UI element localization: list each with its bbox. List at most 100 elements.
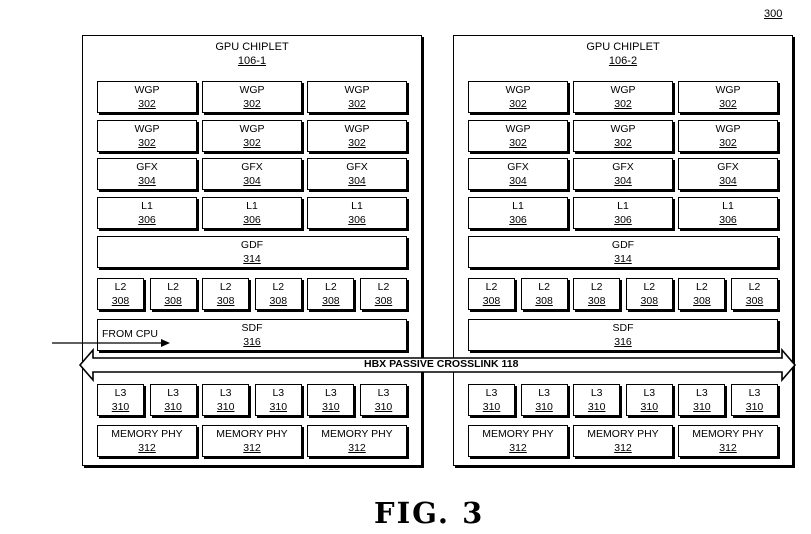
wgp-box-label: WGP	[610, 123, 636, 135]
wgp-box-label: WGP	[715, 84, 741, 96]
chiplet-id: 106-1	[237, 55, 267, 67]
memory-phy-box-label: MEMORY PHY	[482, 428, 554, 440]
memory-phy-box-ref: 312	[348, 442, 366, 454]
l2-box-label: L2	[485, 281, 498, 293]
l2-box-label: L2	[377, 281, 390, 293]
l2-box-ref: 308	[374, 295, 393, 307]
gfx-box-label: GFX	[612, 161, 634, 173]
sdf-box-ref: 316	[614, 336, 632, 348]
l3-box-label: L3	[219, 387, 232, 399]
memory-phy-box: MEMORY PHY 312	[468, 425, 568, 457]
gfx-box-ref: 304	[348, 175, 366, 187]
gfx-box: GFX 304	[678, 158, 778, 190]
l3-box-ref: 310	[587, 401, 606, 413]
l3-box-ref: 310	[374, 401, 393, 413]
chiplet-id: 106-2	[608, 55, 638, 67]
gdf-box-label: GDF	[611, 239, 635, 251]
l2-box-ref: 308	[745, 295, 764, 307]
l2-box-label: L2	[696, 281, 708, 293]
memory-phy-box-ref: 312	[509, 442, 527, 454]
gfx-box-ref: 304	[614, 175, 632, 187]
wgp-box-ref: 302	[138, 137, 156, 149]
figure-caption: FIG. 3	[374, 496, 485, 530]
l3-box-ref: 310	[111, 401, 130, 413]
l3-box-ref: 310	[482, 401, 501, 413]
crosslink-label: HBX PASSIVE CROSSLINK 118	[364, 358, 519, 370]
l3-box-label: L3	[696, 387, 708, 399]
l3-box-label: L3	[272, 387, 285, 399]
chiplet-title-text: GPU CHIPLET	[586, 41, 660, 53]
from-cpu-arrowhead	[161, 339, 170, 347]
memory-phy-box-label: MEMORY PHY	[321, 428, 393, 440]
l1-box-ref: 306	[243, 214, 261, 226]
gfx-box-label: GFX	[346, 161, 368, 173]
wgp-box-ref: 302	[614, 98, 632, 110]
wgp-box-label: WGP	[610, 84, 636, 96]
l1-box-ref: 306	[614, 214, 632, 226]
l3-box-ref: 310	[640, 401, 659, 413]
l2-box-ref: 308	[322, 295, 340, 307]
l2-box-label: L2	[748, 281, 761, 293]
l3-box-label: L3	[538, 387, 550, 399]
gfx-box-label: GFX	[507, 161, 529, 173]
wgp-box-label: WGP	[505, 123, 531, 135]
wgp-box-ref: 302	[719, 98, 737, 110]
wgp-box-label: WGP	[134, 84, 160, 96]
l2-box-ref: 308	[269, 295, 288, 307]
l3-box-ref: 310	[322, 401, 340, 413]
l2-box-label: L2	[114, 281, 127, 293]
l3-box-ref: 310	[535, 401, 553, 413]
l1-box-ref: 306	[509, 214, 527, 226]
gdf-box-ref: 314	[243, 253, 261, 265]
wgp-box-label: WGP	[505, 84, 531, 96]
gfx-box-label: GFX	[717, 161, 739, 173]
l1-box-ref: 306	[138, 214, 156, 226]
l1-box-label: L1	[617, 200, 629, 212]
gfx-box-ref: 304	[509, 175, 527, 187]
wgp-box-ref: 302	[243, 137, 261, 149]
l3-box-label: L3	[114, 387, 127, 399]
l2-box-label: L2	[272, 281, 285, 293]
gfx-box-label: GFX	[241, 161, 263, 173]
memory-phy-box-label: MEMORY PHY	[587, 428, 659, 440]
gfx-box-ref: 304	[719, 175, 737, 187]
sdf-box-label: SDF	[612, 322, 634, 334]
l2-box-label: L2	[325, 281, 337, 293]
memory-phy-box-ref: 312	[719, 442, 737, 454]
sdf-box-label: SDF	[241, 322, 263, 334]
wgp-box-label: WGP	[715, 123, 741, 135]
l2-box-label: L2	[167, 281, 179, 293]
l2-box-label: L2	[643, 281, 656, 293]
l2-box-ref: 308	[482, 295, 501, 307]
l2-box-ref: 308	[587, 295, 606, 307]
l2-box-ref: 308	[535, 295, 553, 307]
